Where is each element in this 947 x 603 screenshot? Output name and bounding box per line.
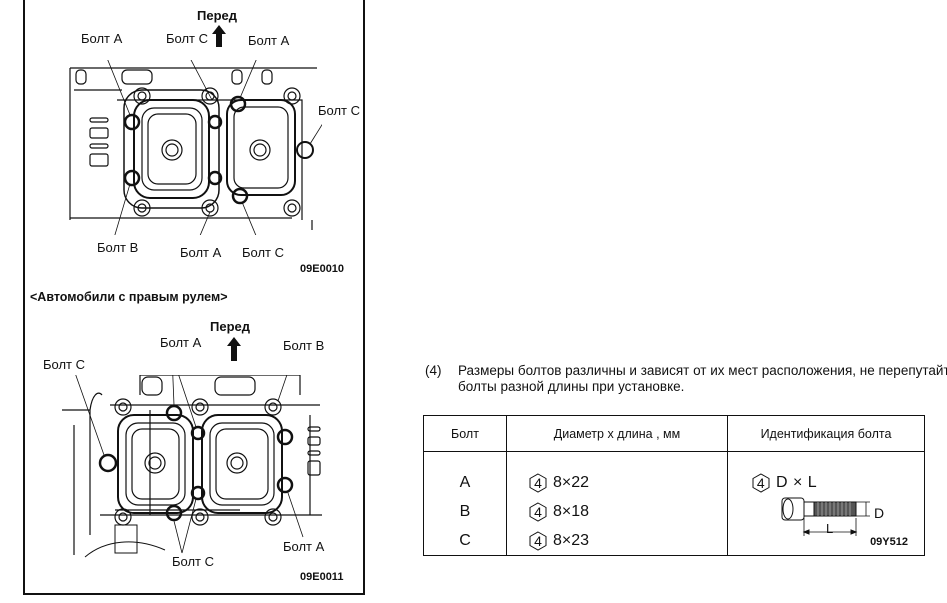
front-arrow-icon — [212, 25, 226, 47]
figure-code: 09E0011 — [300, 571, 344, 583]
bolt-spec-table: Болт Диаметр х длина , мм Идентификация … — [423, 415, 925, 556]
bolt-letter: B — [459, 503, 471, 520]
bolt-label: Болт C — [43, 357, 86, 372]
hex-grade-icon: 4 — [529, 472, 547, 493]
front-label: Перед — [197, 8, 237, 23]
bolt-identification-cell: 4 D × L — [727, 451, 925, 556]
figure-code: 09E0010 — [300, 263, 345, 275]
column-header-bolt: Болт — [423, 415, 507, 452]
bolt-size: 8×23 — [553, 532, 590, 549]
dimension-d-label: D — [874, 505, 885, 521]
bolt-label: Болт C — [318, 103, 361, 118]
bolt-label: Болт A — [81, 31, 123, 46]
table-header-row: Болт Диаметр х длина , мм Идентификация … — [423, 415, 925, 452]
bolt-label: Болт C — [166, 31, 209, 46]
bolt-drawing-icon — [778, 492, 898, 545]
hex-grade-icon: 4 — [529, 530, 547, 551]
rhd-section-heading: <Автомобили с правым рулем> — [30, 290, 228, 304]
front-arrow-icon — [227, 337, 241, 361]
bolt-label: Болт C — [242, 245, 285, 260]
bolt-size-row: 4 8×18 — [529, 497, 727, 526]
bolt-label: Болт C — [172, 554, 215, 569]
bolt-label: Болт B — [97, 240, 139, 255]
bolt-size-cell: 4 8×22 4 8×18 4 — [506, 451, 728, 556]
bolt-size: 8×18 — [553, 503, 590, 520]
bolt-size-row: 4 8×23 — [529, 526, 727, 555]
column-header-size: Диаметр х длина , мм — [506, 415, 728, 452]
hex-grade-icon: 4 — [529, 501, 547, 522]
bolt-label: Болт A — [248, 33, 290, 48]
engine-cover-diagram-rhd — [60, 375, 330, 565]
bolt-size-row: 4 8×22 — [529, 468, 727, 497]
table-body-row: A B C 4 8×22 — [424, 451, 925, 556]
hex-grade-icon: 4 — [752, 472, 770, 493]
note-text: Размеры болтов различны и зависят от их … — [458, 363, 947, 394]
bolt-size: 8×22 — [553, 474, 590, 491]
dimension-l-label: L — [826, 521, 834, 536]
bolt-label: Болт A — [160, 335, 202, 350]
bolt-label: Болт A — [180, 245, 222, 260]
figure-frame — [23, 0, 365, 595]
bolt-label: Болт A — [283, 539, 325, 554]
bolt-label: Болт B — [283, 338, 325, 353]
engine-cover-diagram-lhd — [62, 60, 322, 235]
column-header-identification: Идентификация болта — [727, 415, 925, 452]
identification-formula: 4 D × L — [752, 468, 817, 497]
bolt-letter: A — [459, 474, 471, 491]
figure-code: 09Y512 — [870, 536, 908, 548]
bolt-letter: C — [459, 532, 471, 549]
bolt-letter-cell: A B C — [424, 452, 507, 556]
note-number: (4) — [425, 363, 442, 378]
front-label: Перед — [210, 319, 250, 334]
